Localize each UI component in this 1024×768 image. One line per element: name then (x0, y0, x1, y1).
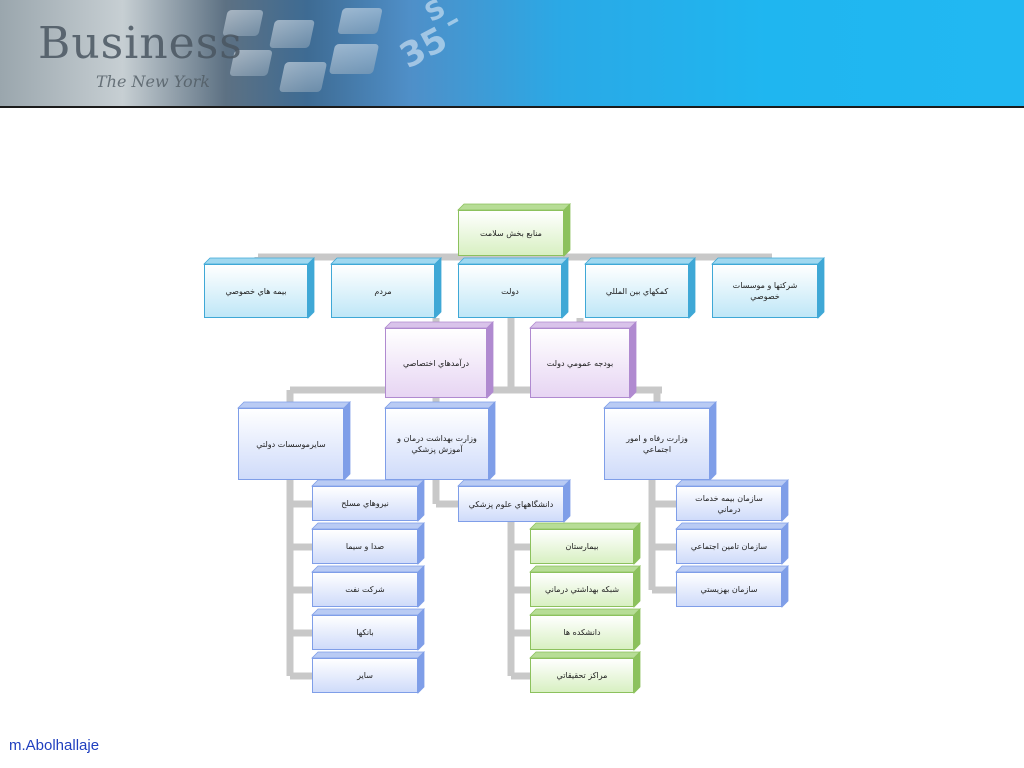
university-unit-node: بيمارستان (530, 529, 634, 564)
node-bevel-side (781, 479, 789, 522)
node-bevel-side (434, 257, 442, 319)
node-bevel-side (307, 257, 315, 319)
node-bevel-side (486, 321, 494, 399)
source-private-insurance: بيمه هاي خصوصي (204, 264, 308, 318)
header-divider (0, 106, 1024, 108)
other-agency-node: شركت نفت (312, 572, 418, 607)
university-unit-node: شبكه بهداشتي درماني (530, 572, 634, 607)
brand-subtitle: The New York (96, 72, 210, 91)
node-bevel-side (563, 203, 571, 257)
source-private-companies: شركتها و موسسات خصوصي (712, 264, 818, 318)
welfare-unit-node: سازمان بيمه خدمات درماني (676, 486, 782, 521)
footer-author: m.Abolhallaje (9, 737, 100, 754)
health-ministry-node: وزارت بهداشت درمان و آموزش پزشكي (385, 408, 489, 480)
root-node: منابع بخش سلامت (458, 210, 564, 256)
source-international-aid: كمكهاي بين المللي (585, 264, 689, 318)
dedicated-revenues-node: درآمدهاي اختصاصي (385, 328, 487, 398)
node-bevel-side (633, 522, 641, 565)
other-agency-node: بانكها (312, 615, 418, 650)
source-people: مردم (331, 264, 435, 318)
node-bevel-side (417, 608, 425, 651)
node-bevel-side (633, 651, 641, 694)
other-government-agencies-node: سايرموسسات دولتي (238, 408, 344, 480)
welfare-unit-node: سازمان تامين اجتماعي (676, 529, 782, 564)
node-bevel-side (633, 608, 641, 651)
header-banner: 35 – S Business The New York (0, 0, 1024, 106)
public-budget-node: بودجه عمومي دولت (530, 328, 630, 398)
node-bevel-side (563, 479, 571, 523)
node-bevel-side (633, 565, 641, 608)
node-bevel-side (417, 479, 425, 522)
other-agency-node: ساير (312, 658, 418, 693)
welfare-ministry-node: وزارت رفاه و امور اجتماعي (604, 408, 710, 480)
node-bevel-side (629, 321, 637, 399)
other-agency-node: نيروهاي مسلح (312, 486, 418, 521)
welfare-unit-node: سازمان بهزيستي (676, 572, 782, 607)
node-bevel-side (781, 522, 789, 565)
medical-universities-node: دانشگاههاي علوم پزشكي (458, 486, 564, 522)
university-unit-node: مراكز تحقيقاتي (530, 658, 634, 693)
brand-title: Business (38, 18, 243, 69)
node-bevel-side (817, 257, 825, 319)
node-bevel-side (561, 257, 569, 319)
other-agency-node: صدا و سيما (312, 529, 418, 564)
node-bevel-side (417, 651, 425, 694)
node-bevel-side (688, 257, 696, 319)
node-bevel-side (781, 565, 789, 608)
node-bevel-side (488, 401, 496, 481)
node-bevel-side (417, 565, 425, 608)
node-bevel-side (709, 401, 717, 481)
node-bevel-side (417, 522, 425, 565)
university-unit-node: دانشكده ها (530, 615, 634, 650)
source-government: دولت (458, 264, 562, 318)
node-bevel-side (343, 401, 351, 481)
